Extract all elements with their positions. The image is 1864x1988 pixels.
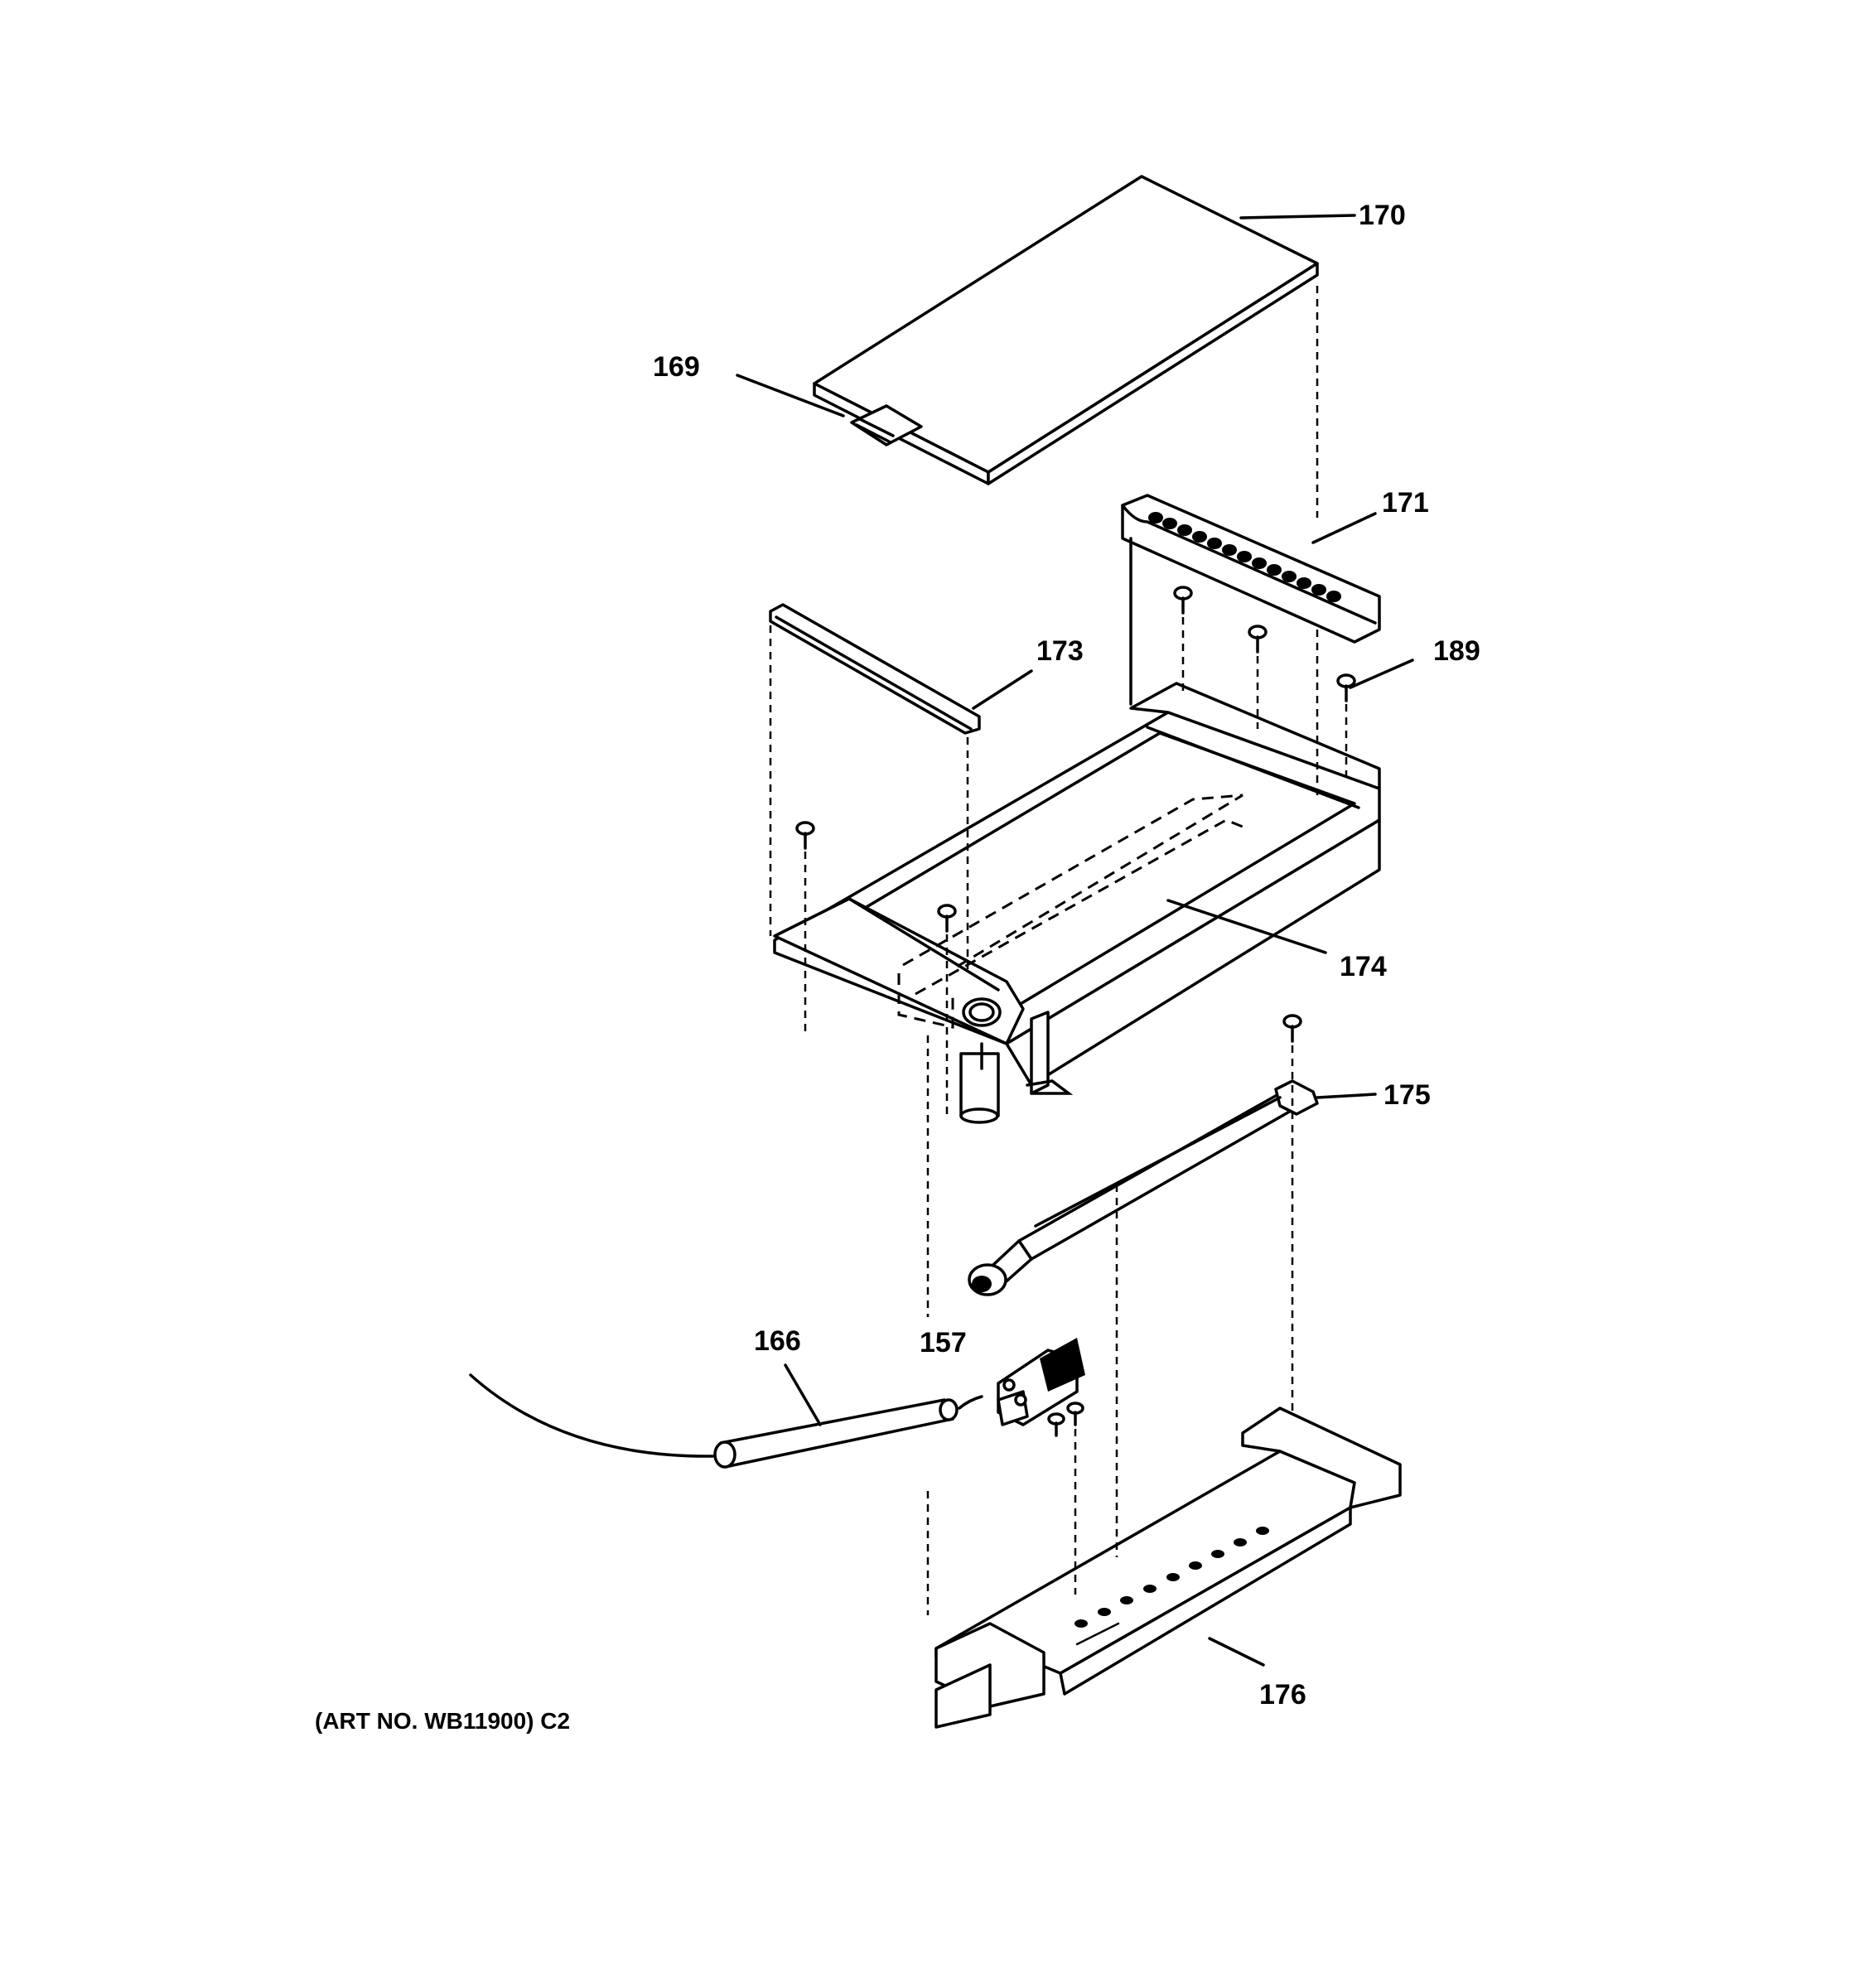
assembly-guide-lines — [769, 286, 1348, 1615]
screw — [1336, 673, 1356, 702]
screw — [795, 821, 815, 850]
part-label-157: 157 — [920, 1327, 967, 1358]
griddle-pan-assembly — [773, 682, 1381, 1124]
part-labels: 170 169 171 173 189 174 175 166 157 176 — [653, 200, 1480, 1711]
part-label-171: 171 — [1382, 487, 1429, 519]
part-label-170: 170 — [1359, 200, 1406, 231]
leader-lines — [736, 214, 1414, 1667]
screw — [1047, 1412, 1065, 1437]
screw — [1282, 1014, 1302, 1043]
part-label-189: 189 — [1433, 635, 1480, 667]
screw — [1066, 1402, 1084, 1426]
part-label-173: 173 — [1036, 635, 1084, 667]
screw — [1248, 625, 1268, 654]
burner-bracket — [934, 1407, 1402, 1729]
screw — [1173, 586, 1193, 615]
part-label-169: 169 — [653, 351, 700, 383]
burner-rail-cover — [1121, 494, 1381, 706]
screws-group — [795, 586, 1356, 1437]
art-number-caption: (ART NO. WB11900) C2 — [315, 1708, 570, 1734]
igniter-electrode — [997, 1338, 1085, 1426]
part-label-166: 166 — [754, 1325, 801, 1357]
trim-strip — [769, 603, 981, 735]
part-label-176: 176 — [1259, 1679, 1306, 1711]
igniter-tube — [469, 1373, 983, 1469]
part-label-175: 175 — [1384, 1079, 1431, 1111]
burner-tube — [968, 1079, 1319, 1296]
griddle-cover-plate — [813, 175, 1319, 485]
part-label-174: 174 — [1340, 951, 1387, 982]
screw — [937, 904, 957, 933]
